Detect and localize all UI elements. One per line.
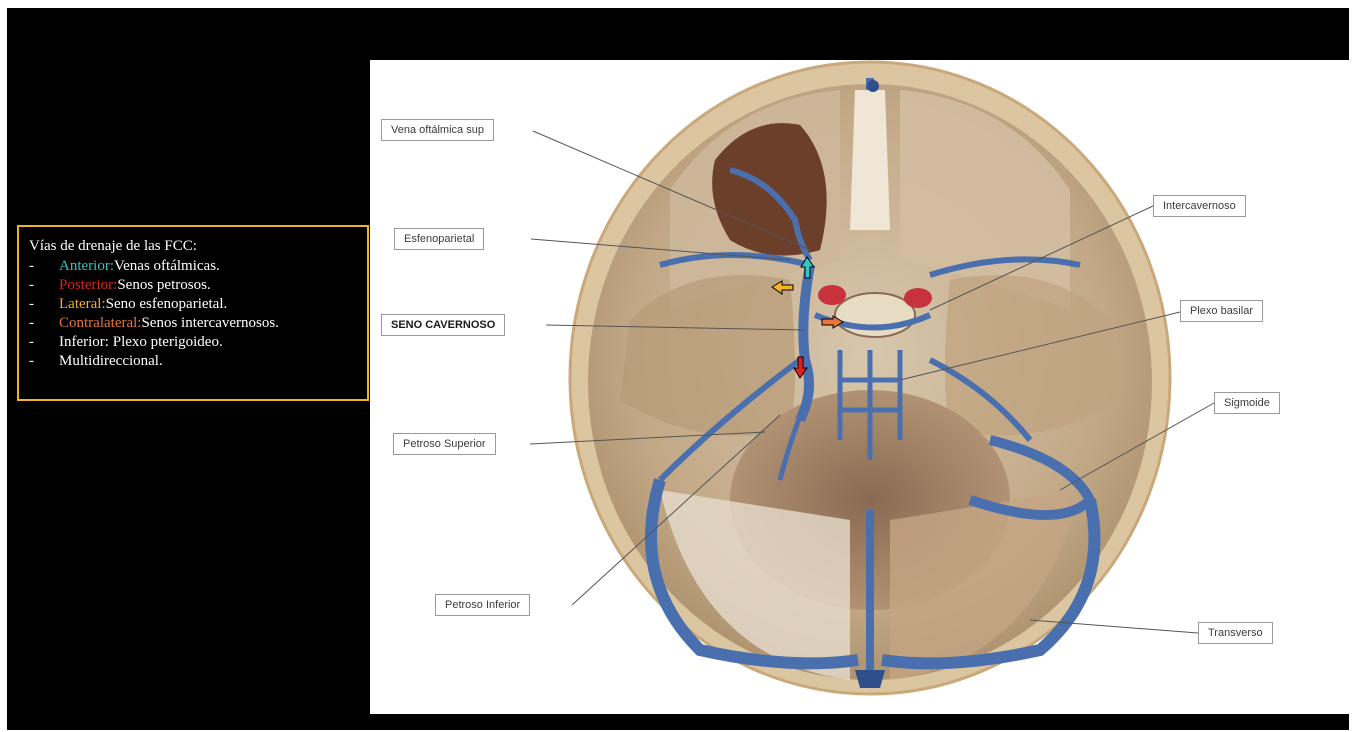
legend-text: Senos intercavernosos. bbox=[141, 314, 278, 333]
legend-dash: - bbox=[29, 314, 59, 333]
legend-item-posterior: - Posterior: Senos petrosos. bbox=[29, 276, 357, 295]
confluence-of-sinuses bbox=[855, 670, 885, 688]
callout-petroso-superior: Petroso Superior bbox=[393, 433, 496, 455]
callout-vena-oftalmica-sup: Vena oftálmica sup bbox=[381, 119, 494, 141]
internal-carotid-left bbox=[818, 285, 846, 305]
callout-transverso: Transverso bbox=[1198, 622, 1273, 644]
legend-label: Lateral: bbox=[59, 295, 106, 314]
foramen-cecum bbox=[867, 80, 879, 92]
legend-dash: - bbox=[29, 257, 59, 276]
callout-seno-cavernoso: SENO CAVERNOSO bbox=[381, 314, 505, 336]
callout-intercavernoso: Intercavernoso bbox=[1153, 195, 1246, 217]
legend-dash: - bbox=[29, 295, 59, 314]
callout-esfenoparietal: Esfenoparietal bbox=[394, 228, 484, 250]
drainage-legend: Vías de drenaje de las FCC: - Anterior: … bbox=[17, 225, 369, 401]
legend-text: Multidireccional. bbox=[59, 352, 163, 371]
legend-item-contralateral: - Contralateral: Senos intercavernosos. bbox=[29, 314, 357, 333]
legend-text: Inferior: Plexo pterigoideo. bbox=[59, 333, 223, 352]
legend-title: Vías de drenaje de las FCC: bbox=[29, 237, 357, 256]
skull-base-illustration: Vena oftálmica sup Esfenoparietal SENO C… bbox=[370, 60, 1350, 714]
crista-galli bbox=[850, 90, 890, 230]
legend-label: Contralateral: bbox=[59, 314, 141, 333]
legend-item-inferior: - Inferior: Plexo pterigoideo. bbox=[29, 333, 357, 352]
legend-dash: - bbox=[29, 333, 59, 352]
internal-carotid-right bbox=[904, 288, 932, 308]
legend-dash: - bbox=[29, 276, 59, 295]
legend-text: Venas oftálmicas. bbox=[114, 257, 220, 276]
callout-petroso-inferior: Petroso Inferior bbox=[435, 594, 530, 616]
legend-text: Senos petrosos. bbox=[117, 276, 210, 295]
legend-label: Anterior: bbox=[59, 257, 114, 276]
legend-dash: - bbox=[29, 352, 59, 371]
legend-label: Posterior: bbox=[59, 276, 117, 295]
callout-plexo-basilar: Plexo basilar bbox=[1180, 300, 1263, 322]
legend-item-lateral: - Lateral: Seno esfenoparietal. bbox=[29, 295, 357, 314]
legend-text: Seno esfenoparietal. bbox=[106, 295, 228, 314]
legend-item-multidireccional: - Multidireccional. bbox=[29, 352, 357, 371]
callout-sigmoide: Sigmoide bbox=[1214, 392, 1280, 414]
legend-item-anterior: - Anterior: Venas oftálmicas. bbox=[29, 257, 357, 276]
